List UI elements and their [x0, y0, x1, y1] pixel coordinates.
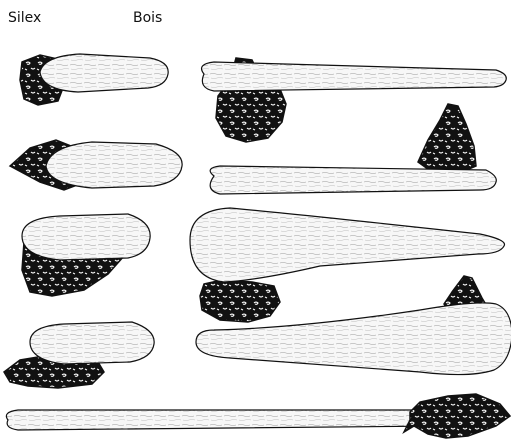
short-haft-tool-2 [10, 140, 182, 190]
wood-haft [30, 322, 154, 364]
short-haft-tool-3 [22, 214, 150, 296]
short-haft-tool-1 [20, 54, 168, 105]
wood-haft [46, 142, 182, 188]
flint-blade [404, 394, 510, 438]
wood-haft [202, 62, 507, 91]
wood-haft [22, 214, 150, 260]
wood-haft [40, 54, 168, 92]
short-haft-tool-4 [4, 322, 154, 388]
spear-tool [6, 394, 510, 438]
flint-blade [418, 104, 476, 172]
wood-haft [190, 208, 505, 282]
wood-haft [6, 410, 442, 430]
flint-blade [200, 280, 280, 322]
wood-haft [210, 166, 496, 194]
